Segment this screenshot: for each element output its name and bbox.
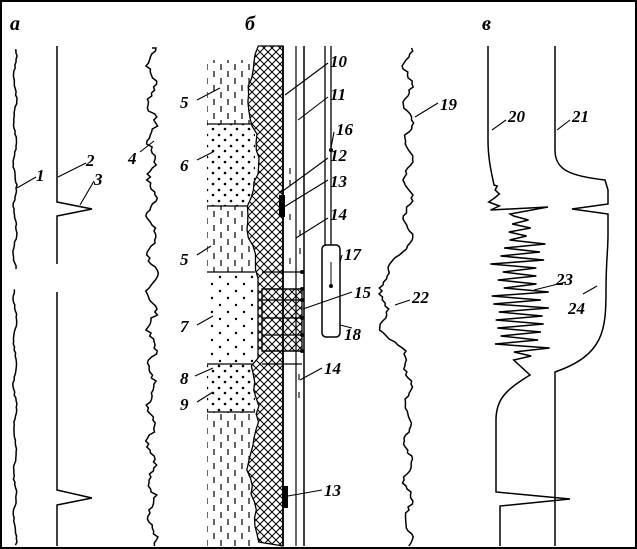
label-15: 15 <box>354 283 372 302</box>
label-21: 21 <box>571 107 589 126</box>
label-14-upper: 14 <box>330 205 347 224</box>
label-5-lower: 5 <box>180 250 189 269</box>
layer-sand-9 <box>207 364 255 412</box>
sensor-15 <box>329 284 333 288</box>
layer-clay-bottom <box>207 412 255 546</box>
curve-1 <box>12 49 18 546</box>
lithology-column <box>207 60 255 546</box>
panel-label-a: а <box>10 13 20 35</box>
label-18: 18 <box>344 325 362 344</box>
marker-13-upper <box>279 195 285 217</box>
label-16: 16 <box>336 120 354 139</box>
panel-label-v: в <box>482 13 491 35</box>
layer-clay-5 <box>207 206 255 272</box>
curve-4 <box>144 47 160 547</box>
logging-tool <box>321 244 341 338</box>
label-22: 22 <box>411 288 430 307</box>
perforation-zone <box>261 271 303 365</box>
label-9: 9 <box>180 395 189 414</box>
label-7: 7 <box>180 317 190 336</box>
label-8: 8 <box>180 369 189 388</box>
layer-clay-top <box>207 60 255 124</box>
curve-2-3 <box>56 46 93 546</box>
curve-19-22 <box>377 47 415 547</box>
label-12: 12 <box>330 146 348 165</box>
curve-21-24 <box>554 46 609 546</box>
layer-sand-7 <box>207 272 255 364</box>
label-19: 19 <box>440 95 458 114</box>
label-23: 23 <box>555 270 574 289</box>
label-10: 10 <box>330 52 348 71</box>
label-6: 6 <box>180 156 189 175</box>
label-3: 3 <box>93 170 103 189</box>
label-5-upper: 5 <box>180 93 189 112</box>
panel-label-b: б <box>245 13 256 35</box>
label-24: 24 <box>567 299 585 318</box>
leader-lines <box>16 62 598 497</box>
label-1: 1 <box>36 166 45 185</box>
label-2: 2 <box>85 151 95 170</box>
label-14-lower: 14 <box>324 359 341 378</box>
layer-sand-6 <box>207 124 255 206</box>
marker-13-lower <box>282 486 288 508</box>
sensor-16 <box>329 148 333 152</box>
label-13-upper: 13 <box>330 172 348 191</box>
curve-20-23 <box>487 46 571 546</box>
label-20: 20 <box>507 107 526 126</box>
label-13-lower: 13 <box>324 481 342 500</box>
label-4: 4 <box>127 149 137 168</box>
label-11: 11 <box>330 85 346 104</box>
perforation-dots <box>300 270 304 353</box>
label-17: 17 <box>344 245 363 264</box>
